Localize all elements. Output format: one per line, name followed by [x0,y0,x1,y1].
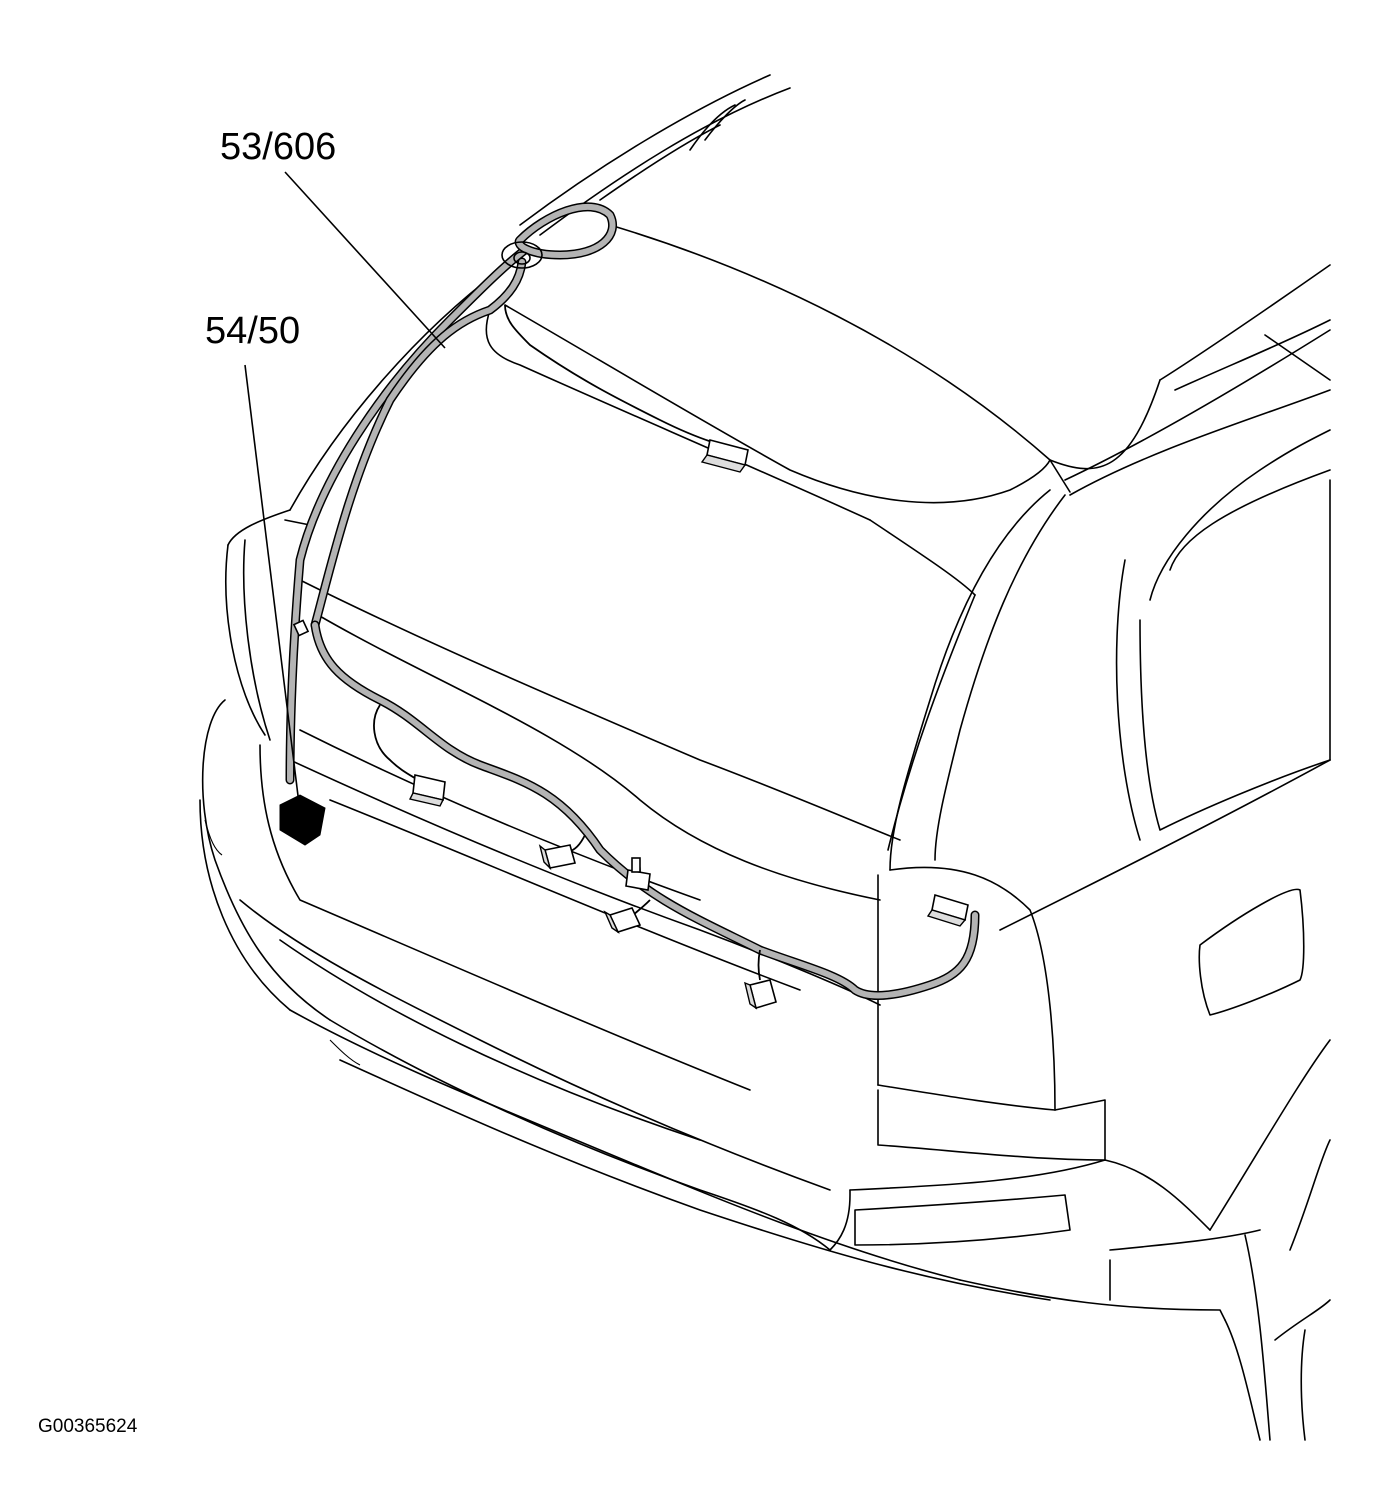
leader-line-53-606 [284,171,446,349]
connector-window [700,439,749,473]
callout-harness-upper: 53/606 [220,126,337,168]
connector-plate-right [603,907,642,934]
connector-left-light [408,774,446,807]
vehicle-rear-outline [199,74,1331,1441]
callout-ground-point: 54/50 [205,310,301,352]
connector-latch [625,857,651,891]
leader-line-54-50 [244,364,301,813]
connector-pillar-small [292,619,310,637]
connector-plate-left [538,844,577,871]
figure-id: G00365624 [38,1416,138,1437]
connector-right-tail-light [926,893,969,927]
connector-lower [744,979,777,1010]
ground-terminal-icon [279,794,326,846]
